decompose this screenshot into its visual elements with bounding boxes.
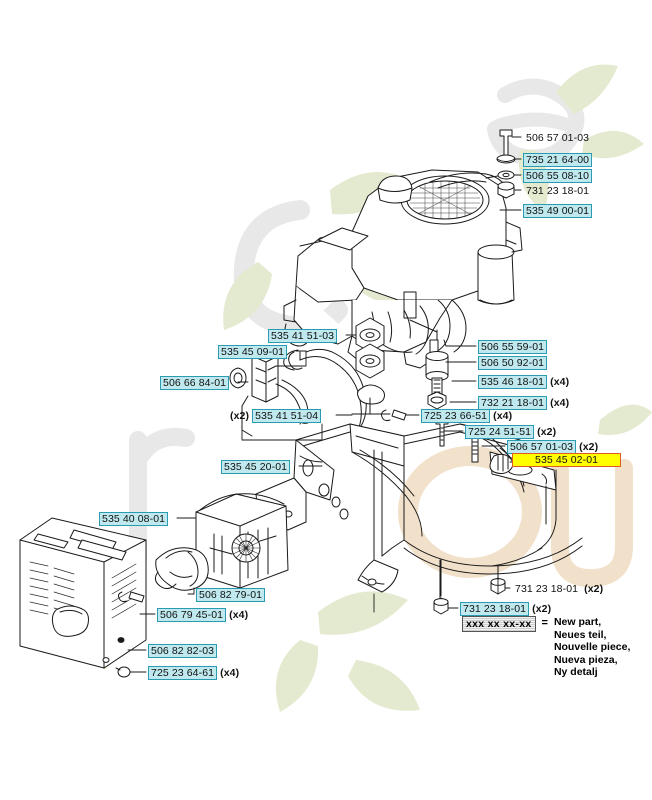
callout-735-21-64-00: 735 21 64-00 — [523, 153, 593, 167]
part-number: 506 57 01-03 — [507, 440, 577, 454]
legend-term-en: New part, — [553, 616, 602, 628]
legend-swatch: xxx xx xx-xx — [462, 616, 536, 632]
part-number: 506 82 79-01 — [196, 588, 266, 602]
callout-535-46-18-01: 535 46 18-01(x4) — [478, 375, 569, 389]
legend-term-fr: Nouvelle piece, — [553, 641, 631, 654]
quantity: (x2) — [532, 603, 552, 615]
part-number: 731 23 18-01 — [460, 602, 530, 616]
callout-535-41-51-03: 535 41 51-03 — [268, 329, 338, 343]
part-number: 535 41 51-04 — [252, 409, 322, 423]
engine-mount-fasteners — [409, 319, 449, 410]
part-number: 506 50 92-01 — [478, 356, 548, 370]
legend-terms: New part, Neues teil, Nouvelle piece, Nu… — [554, 616, 630, 679]
part-number: 506 82 82-03 — [148, 644, 218, 658]
callout-535-49-00-01: 535 49 00-01 — [523, 204, 593, 218]
callout-506-55-08-10: 506 55 08-10 — [523, 169, 593, 183]
quantity: (x2) — [230, 410, 250, 422]
legend-equals: = — [541, 617, 548, 629]
part-number: 731 23 18-01 — [526, 185, 590, 197]
callout-535-41-51-04: (x2)535 41 51-04 — [230, 409, 322, 423]
callout-506-82-79-01: 506 82 79-01 — [196, 588, 266, 602]
part-number: 725 24 51-51 — [465, 425, 535, 439]
part-number: 535 45 09-01 — [218, 345, 288, 359]
quantity: (x2) — [537, 426, 557, 438]
quantity: (x4) — [550, 376, 570, 388]
part-number: 732 21 18-01 — [478, 396, 548, 410]
callout-506-79-45-01: 506 79 45-01(x4) — [157, 608, 248, 622]
part-number: 535 41 51-03 — [268, 329, 338, 343]
callout-535-45-09-01: 535 45 09-01 — [218, 345, 288, 359]
quantity: (x4) — [229, 609, 249, 621]
fuel-hose-assembly — [229, 348, 367, 437]
quantity: (x2) — [584, 583, 604, 595]
quantity: (x4) — [493, 410, 513, 422]
part-number: 725 23 64-61 — [148, 666, 218, 680]
callout-506-55-59-01: 506 55 59-01 — [478, 340, 548, 354]
callout-725-24-51-51: 725 24 51-51(x2) — [465, 425, 556, 439]
quantity: (x4) — [550, 397, 570, 409]
callout-725-23-66-51: 725 23 66-51(x4) — [421, 409, 512, 423]
part-number: 506 55 59-01 — [478, 340, 548, 354]
muffler-assembly — [154, 493, 289, 591]
part-number: 506 79 45-01 — [157, 608, 227, 622]
part-number: 535 45 02-01 — [512, 453, 622, 467]
engine-mount-grommets — [351, 317, 391, 415]
part-number: 506 57 01-03 — [526, 132, 590, 144]
callout-731-23-18-01-frame-upper: 731 23 18-01 (x2) — [512, 582, 603, 596]
callout-506-57-01-03-frame: 506 57 01-03(x2) — [507, 440, 598, 454]
callout-506-66-84-01: 506 66 84-01 — [160, 376, 230, 390]
legend-term-de: Neues teil, — [553, 628, 607, 641]
new-part-legend: xxx xx xx-xx = New part, Neues teil, Nou… — [462, 616, 630, 679]
quantity: (x4) — [220, 667, 240, 679]
legend-term-sv: Ny detalj — [553, 666, 598, 679]
callout-725-23-64-61: 725 23 64-61(x4) — [148, 666, 239, 680]
legend-term-es: Nueva pieza, — [553, 653, 618, 666]
callout-732-21-18-01: 732 21 18-01(x4) — [478, 396, 569, 410]
part-number: 535 49 00-01 — [523, 204, 593, 218]
part-number: 735 21 64-00 — [523, 153, 593, 167]
callout-506-82-82-03: 506 82 82-03 — [148, 644, 218, 658]
callout-535-45-02-01-new-part: 535 45 02-01 — [512, 453, 622, 467]
part-number: 535 46 18-01 — [478, 375, 548, 389]
callout-535-40-08-01: 535 40 08-01 — [99, 512, 169, 526]
quantity: (x2) — [579, 441, 599, 453]
part-number: 725 23 66-51 — [421, 409, 491, 423]
callout-731-23-18-01-frame-lower: 731 23 18-01(x2) — [460, 602, 551, 616]
leader-lines — [127, 136, 522, 673]
top-fastener-stack — [429, 129, 516, 199]
callout-506-50-92-01: 506 50 92-01 — [478, 356, 548, 370]
part-number: 535 45 20-01 — [221, 460, 291, 474]
part-number: 506 55 08-10 — [523, 169, 593, 183]
part-number: 506 66 84-01 — [160, 376, 230, 390]
callout-535-45-20-01: 535 45 20-01 — [221, 460, 291, 474]
part-number: 535 40 08-01 — [99, 512, 169, 526]
callout-506-57-01-03-top: 506 57 01-03 — [523, 131, 592, 145]
part-number: 731 23 18-01 — [515, 583, 579, 595]
engine-cover — [19, 517, 147, 678]
callout-731-23-18-01-top: 731 23 18-01 — [523, 184, 592, 198]
